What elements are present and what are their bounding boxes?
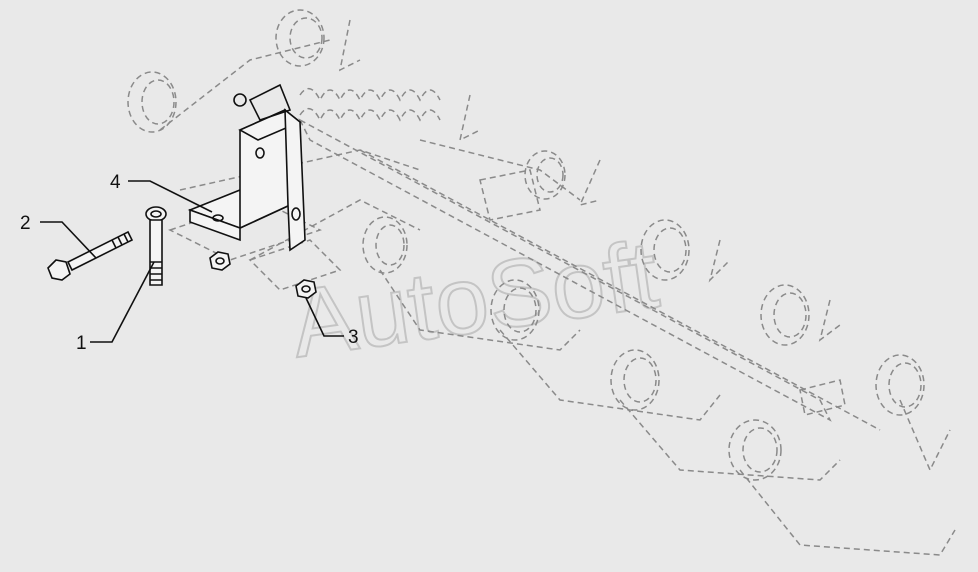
eye-bolt-part: [145, 206, 167, 286]
tension-spring-ghost: [299, 87, 441, 122]
leader-line-1: [90, 261, 155, 343]
spring-coil-ghost: [362, 216, 408, 274]
callout-1: 1: [76, 333, 87, 354]
nut-part: [295, 279, 317, 299]
leader-line-3: [305, 297, 344, 337]
spring-coil-ghost: [728, 419, 782, 481]
leader-line-4: [128, 180, 213, 213]
callout-3: 3: [348, 327, 359, 348]
callout-2: 2: [20, 213, 31, 234]
spring-coil-ghost: [275, 9, 325, 67]
spring-coil-ghost: [640, 219, 690, 281]
leader-line-2: [40, 221, 97, 259]
ghost-springs: [127, 9, 925, 481]
ghost-tines: [338, 19, 956, 556]
callout-leaders: [40, 180, 344, 343]
spring-coil-ghost: [127, 71, 177, 133]
spring-coil-ghost: [760, 284, 810, 346]
bracket-part: [187, 83, 306, 252]
small-nut-part: [209, 251, 231, 271]
watermark-text: AutoSoft: [285, 221, 665, 378]
spring-coil-ghost: [524, 150, 566, 200]
bolt-part: [47, 230, 134, 281]
callout-4: 4: [110, 172, 121, 193]
spring-coil-ghost: [610, 349, 660, 411]
spring-coil-ghost: [490, 279, 540, 341]
ghost-frame: [159, 39, 881, 431]
spring-coil-ghost: [875, 354, 925, 416]
